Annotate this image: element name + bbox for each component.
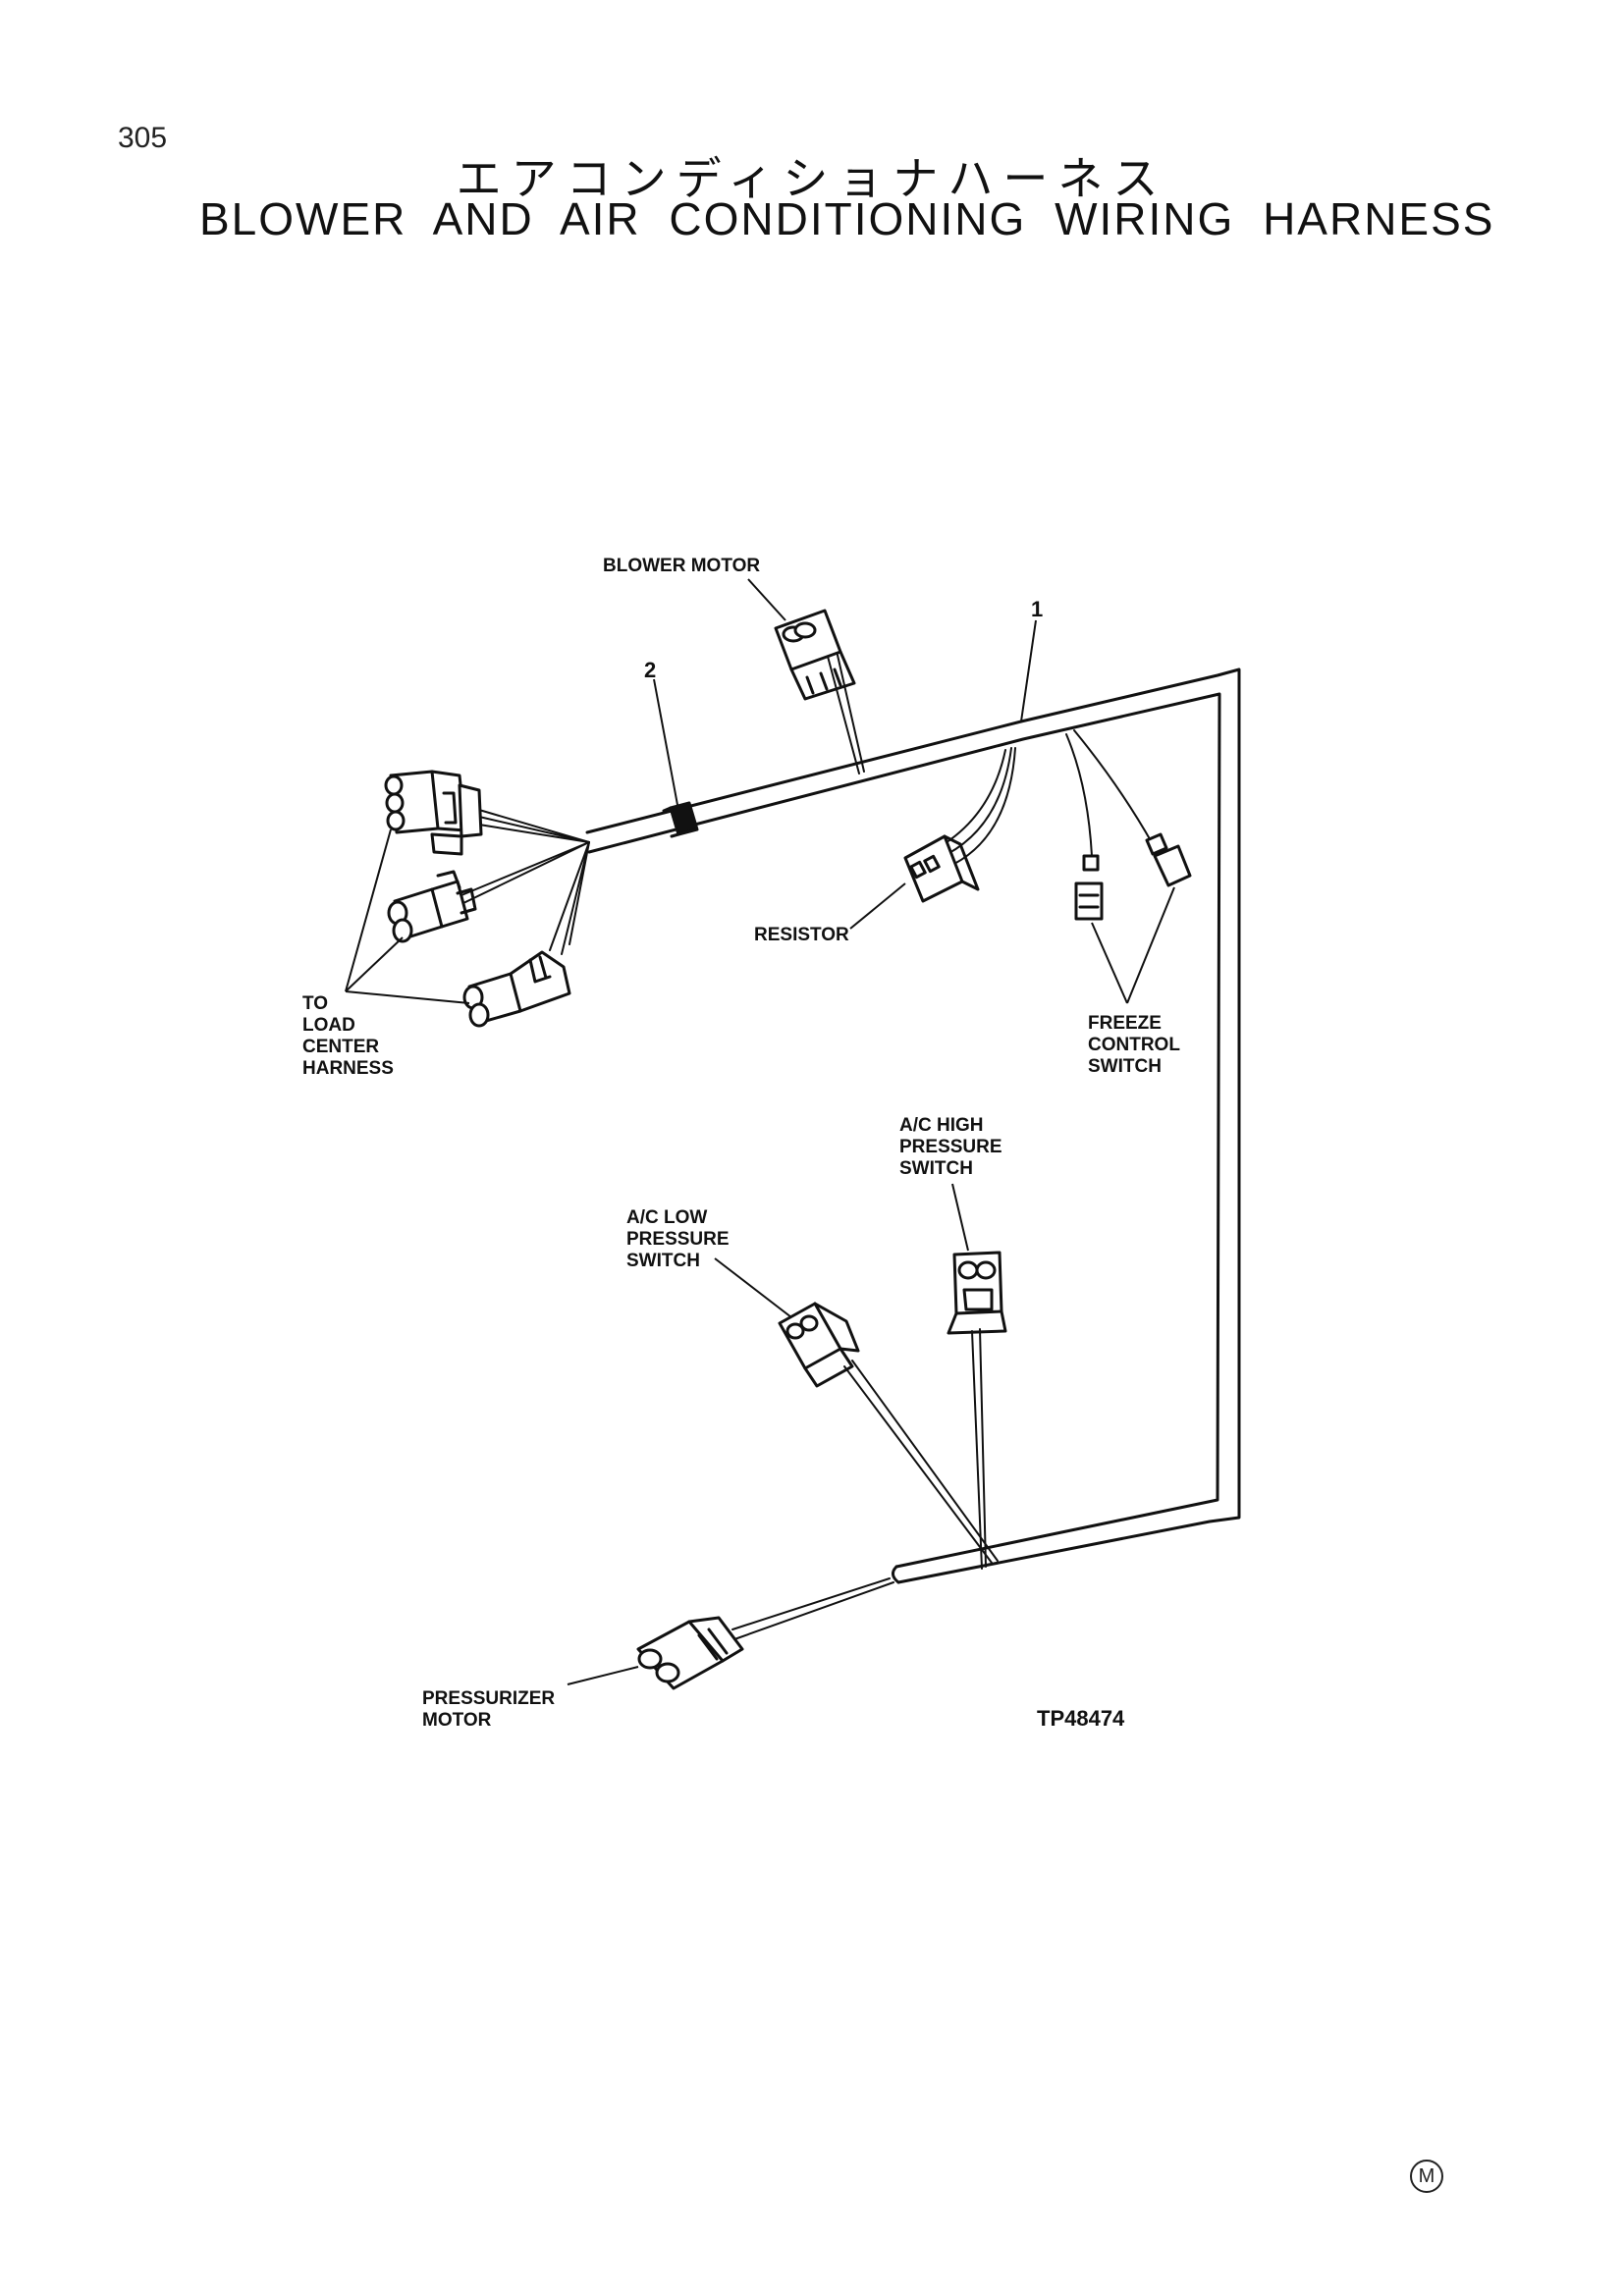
- ac-high-pressure-switch-connector: [947, 1251, 1007, 1570]
- label-freeze-line2: CONTROL: [1088, 1035, 1180, 1055]
- pressurizer-motor-connector: [636, 1577, 894, 1690]
- callout-1: 1: [1031, 597, 1043, 621]
- ac-low-pressure-switch-connector: [778, 1302, 999, 1564]
- title-japanese: エアコンディショナハーネス: [456, 152, 1168, 205]
- leader-callout-2: [653, 678, 678, 806]
- label-load-center-line1: TO: [302, 993, 328, 1014]
- label-freeze-line1: FREEZE: [1088, 1013, 1162, 1034]
- label-freeze-line3: SWITCH: [1088, 1056, 1162, 1077]
- label-load-center-line2: LOAD: [302, 1015, 355, 1036]
- label-pressurizer-line1: PRESSURIZER: [422, 1688, 555, 1709]
- freeze-control-switch-connector: [1065, 729, 1192, 921]
- page-number: 305: [118, 122, 168, 154]
- leader-resistor: [849, 882, 906, 930]
- corner-mark: M: [1410, 2160, 1443, 2193]
- harness-sleeve-band: [662, 801, 699, 838]
- leader-pressurizer: [567, 1666, 639, 1685]
- leader-freeze-b: [1126, 886, 1175, 1004]
- load-center-connector-3pin: [384, 770, 483, 856]
- label-resistor: RESISTOR: [754, 925, 849, 945]
- label-ac-high-line1: A/C HIGH: [899, 1115, 984, 1136]
- leader-lines: [345, 578, 1175, 1685]
- load-center-wires: [460, 809, 590, 955]
- blower-motor-connector: [774, 609, 865, 774]
- leader-callout-1: [1020, 619, 1037, 722]
- callout-2: 2: [644, 658, 656, 682]
- figure-id: TP48474: [1037, 1706, 1125, 1731]
- label-load-center-line4: HARNESS: [302, 1058, 394, 1079]
- load-center-connector-2pin-lower: [462, 950, 571, 1028]
- label-pressurizer-line2: MOTOR: [422, 1710, 492, 1731]
- diagram-labels: 1 2 BLOWER MOTOR RESISTOR TO LOAD CENTER…: [302, 556, 1180, 1731]
- leader-load-center-c: [345, 990, 470, 1004]
- leader-blower-motor: [747, 578, 786, 621]
- leader-ac-high: [951, 1183, 969, 1252]
- title-english: BLOWER AND AIR CONDITIONING WIRING HARNE…: [199, 193, 1495, 244]
- label-load-center-line3: CENTER: [302, 1037, 379, 1057]
- label-ac-low-line1: A/C LOW: [626, 1207, 707, 1228]
- leader-freeze-a: [1091, 922, 1128, 1004]
- leader-load-center-a: [345, 828, 392, 992]
- leader-load-center-b: [345, 936, 404, 992]
- load-center-connector-2pin: [387, 870, 477, 943]
- leader-ac-low: [714, 1257, 792, 1318]
- label-ac-high-line2: PRESSURE: [899, 1137, 1002, 1157]
- label-ac-low-line3: SWITCH: [626, 1251, 700, 1271]
- resistor-connector: [903, 747, 1016, 903]
- label-blower-motor: BLOWER MOTOR: [603, 556, 760, 576]
- label-ac-low-line2: PRESSURE: [626, 1229, 730, 1250]
- label-ac-high-line3: SWITCH: [899, 1158, 973, 1179]
